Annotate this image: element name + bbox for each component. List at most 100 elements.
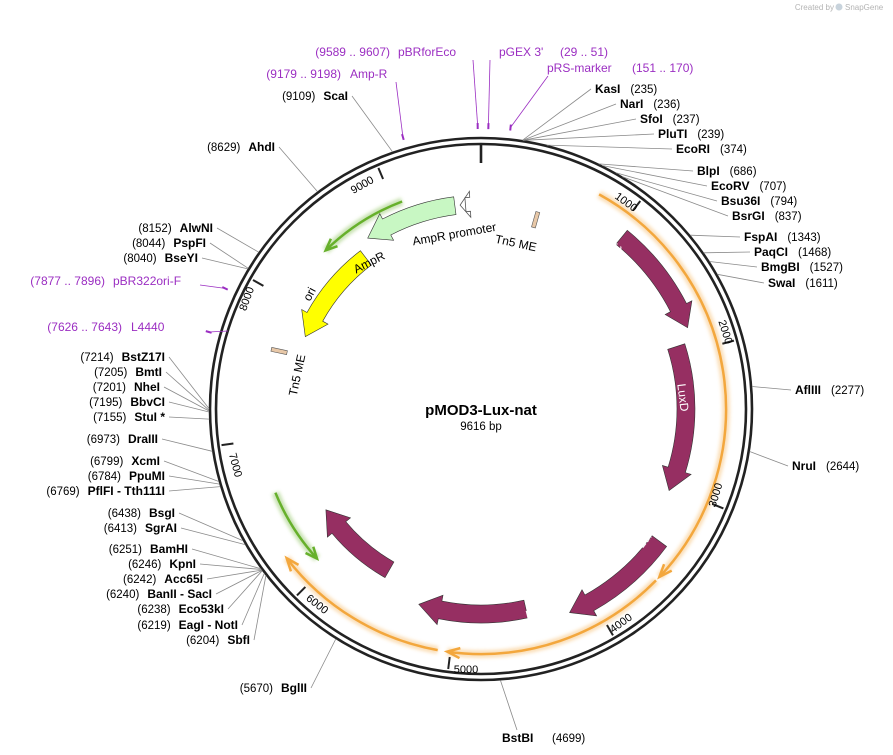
primer-leader-line [199,284,226,289]
site-pos-9: (1343) [787,232,820,244]
site-pos-5: (686) [730,166,757,178]
site-name-11: BmgBI [761,260,800,274]
site-name-19: Eco53kI [179,602,224,616]
site-name-37: AlwNI [180,221,213,235]
site-leader-line [717,273,765,284]
site-leader-line [749,451,789,467]
site-leader-line [168,475,220,485]
ampr-arrow [367,196,457,241]
tick-mark [221,442,234,447]
site-pos-25: (6438) [108,508,141,520]
luxa-arrow [569,535,668,617]
site-name-33: BmtI [135,365,162,379]
site-pos-32: (7201) [93,382,126,394]
site-name-1: NarI [620,97,643,111]
site-leader-line [241,573,265,626]
tn5-me-box [270,347,288,356]
site-leader-line [216,227,259,253]
feature-label-ampr-promoter: AmpR promoter [411,220,497,248]
ori-arrow [301,250,372,338]
site-pos-26: (6769) [46,486,79,498]
site-name-10: PaqCI [754,245,788,259]
luxb-arrow [418,594,529,626]
site-pos-21: (6242) [123,574,156,586]
tick-mark [447,656,451,670]
primer-leader-line [472,59,479,127]
feature-label-luxb: LuxB [524,602,554,622]
luxc-arrow [615,229,693,329]
site-leader-line [215,570,263,595]
site-leader-line [168,401,210,413]
site-leader-line [178,512,244,542]
site-name-39: ScaI [323,89,348,103]
site-leader-line [522,88,592,141]
snapgene-brand: SnapGene [845,3,884,12]
site-name-0: KasI [595,82,620,96]
tick-marks [221,167,735,670]
site-name-36: PspFI [173,236,206,250]
site-leader-line [615,172,718,202]
site-leader-line [227,570,263,610]
site-pos-30: (7155) [93,412,126,424]
site-leader-line [199,563,262,570]
primer-name: pBR322ori-F [113,274,181,288]
luxe-arrow [325,509,395,579]
site-leader-line [351,95,393,153]
feature-label-luxe: LuxE [365,582,395,605]
site-name-14: NruI [792,459,816,473]
site-leader-line [310,638,337,689]
primer-range: (7877 .. 7896) [30,274,105,288]
primer-leader-line [395,81,404,138]
feature-label-tn5-me-top: Tn5 ME [494,232,538,254]
site-pos-16: (5670) [240,683,273,695]
primer-name: Amp-R [350,67,388,81]
site-pos-20: (6240) [106,589,139,601]
site-pos-35: (8040) [123,253,156,265]
primer-name: pBRforEco [398,45,456,59]
site-name-34: BstZ17I [122,350,165,364]
site-leader-line [602,165,708,187]
tick-mark [606,624,614,636]
site-pos-8: (837) [775,211,802,223]
orf-arc-green-2 [324,200,403,252]
credit-text: Created by [795,3,834,12]
primer-range: (7626 .. 7643) [47,320,122,334]
site-name-13: AflIII [795,383,821,397]
tick-label: 7000 [226,452,244,479]
site-name-24: SgrAI [145,521,177,535]
site-pos-13: (2277) [831,385,864,397]
site-pos-39: (9109) [282,91,315,103]
primer-name: pGEX 3' [499,45,543,59]
primer-name: L4440 [131,320,165,334]
feature-label-luxd: LuxD [674,383,691,413]
site-pos-1: (236) [653,99,680,111]
primer-leader-line [510,75,549,128]
site-name-30: StuI * [134,410,165,424]
site-name-29: DraIII [128,432,158,446]
orf-arc-3 [285,557,438,652]
feature-label-tn5-me-left: Tn5 ME [286,353,308,397]
primer-range: (9179 .. 9198) [266,67,341,81]
site-leader-line [206,569,262,580]
site-name-5: BlpI [697,164,720,178]
site-pos-14: (2644) [826,461,859,473]
site-leader-line [622,176,729,217]
backbone-outer [208,136,754,682]
tick-mark [252,279,264,287]
tick-mark [296,586,307,597]
site-leader-line [709,261,758,268]
site-name-22: KpnI [169,557,196,571]
orf-arc-green [274,492,318,560]
site-name-8: BsrGI [732,209,765,223]
site-pos-38: (8629) [207,142,240,154]
site-pos-11: (1527) [810,262,843,274]
site-pos-17: (6204) [186,635,219,647]
site-leader-line [209,242,249,269]
site-name-28: XcmI [131,454,160,468]
site-leader-line [191,548,262,570]
orf-arc-2 [447,579,657,656]
site-leader-line [546,144,673,150]
site-leader-line [523,133,655,141]
plasmid-name: pMOD3-Lux-nat [425,402,537,419]
site-pos-22: (6246) [128,559,161,571]
